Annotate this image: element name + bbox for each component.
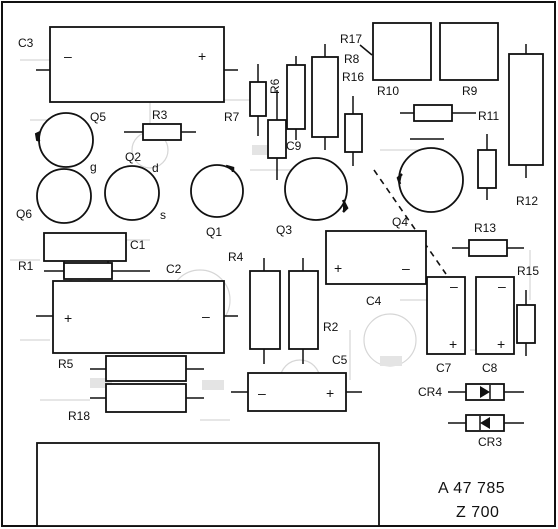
resistor-r6: R6 — [268, 56, 306, 140]
label-c8: C8 — [482, 361, 498, 375]
resistor-r18: R18 — [68, 383, 204, 423]
label-r3: R3 — [152, 108, 168, 122]
label-r1: R1 — [18, 259, 34, 273]
label-r16: R16 — [342, 70, 364, 84]
label-cr3: CR3 — [478, 435, 502, 449]
capacitor-c9: C9 — [267, 90, 302, 180]
diode-cr3: CR3 — [448, 414, 524, 449]
resistor-r11: R11 — [477, 109, 499, 200]
label-r8: R8 — [344, 52, 360, 66]
label-r4: R4 — [228, 250, 244, 264]
c7-minus: – — [450, 278, 458, 294]
label-q3: Q3 — [276, 223, 292, 237]
label-c3: C3 — [18, 36, 34, 50]
resistor-r13: R13 — [452, 221, 524, 257]
resistor-r16: R16 — [342, 70, 364, 166]
label-c7: C7 — [436, 361, 452, 375]
capacitor-c7: – + C7 — [426, 276, 466, 375]
label-c5: C5 — [332, 353, 348, 367]
transistor-q4: Q4 — [392, 147, 464, 229]
c2-plus: + — [64, 310, 72, 326]
label-r10: R10 — [377, 84, 399, 98]
transistor-q5: Q5 — [34, 110, 106, 168]
label-r18: R18 — [68, 409, 90, 423]
label-q1: Q1 — [206, 225, 222, 239]
resistor-r7: R7 — [224, 64, 267, 136]
transistor-q2: Q2 g d s — [90, 150, 166, 222]
resistor-r5: R5 — [58, 355, 204, 382]
capacitor-c5: – + C5 — [231, 353, 362, 412]
label-r12: R12 — [516, 194, 538, 208]
c8-minus: – — [498, 278, 506, 294]
label-r9: R9 — [462, 84, 478, 98]
label-c2: C2 — [166, 262, 182, 276]
capacitor-c4: + – C4 — [325, 230, 427, 308]
c5-minus: – — [258, 385, 266, 401]
reference-code: Z 700 — [456, 504, 499, 521]
label-c1: C1 — [130, 238, 146, 252]
capacitor-c8: – + C8 — [475, 276, 515, 375]
pin-s: s — [160, 208, 166, 222]
resistor-r8: R8 — [311, 44, 360, 150]
c4-plus: + — [334, 260, 342, 276]
pin-g: g — [90, 160, 97, 174]
resistor-r3: R3 — [124, 108, 196, 141]
label-r15: R15 — [517, 264, 539, 278]
c8-plus: + — [497, 336, 505, 352]
resistor-horizontal-upper — [400, 104, 476, 122]
resistor-r10: R10 — [372, 22, 432, 98]
reference-number: A 47 785 — [438, 480, 505, 497]
c5-plus: + — [326, 385, 334, 401]
board-block-bottom — [36, 442, 380, 527]
label-r7: R7 — [224, 110, 240, 124]
label-r5: R5 — [58, 357, 74, 371]
c7-plus: + — [449, 336, 457, 352]
resistor-r15: R15 — [516, 264, 539, 356]
resistor-r9: R9 — [439, 22, 499, 98]
label-q4: Q4 — [392, 215, 408, 229]
transistor-q6: Q6 — [16, 168, 92, 224]
label-r11: R11 — [478, 109, 499, 123]
c2-minus: – — [202, 308, 210, 324]
label-q2: Q2 — [125, 150, 141, 164]
c4-minus: – — [402, 260, 410, 276]
resistor-r12: R12 — [508, 44, 544, 208]
capacitor-c2: + – C2 — [36, 262, 238, 354]
label-r6: R6 — [268, 78, 282, 94]
resistor-r2: R2 — [288, 258, 339, 364]
label-r2: R2 — [323, 320, 339, 334]
label-q5: Q5 — [90, 110, 106, 124]
label-r13: R13 — [474, 221, 496, 235]
transistor-q3: Q3 — [276, 157, 349, 237]
label-c9: C9 — [286, 139, 302, 153]
label-c4: C4 — [366, 294, 382, 308]
resistor-r4: R4 — [228, 250, 281, 364]
label-cr4: CR4 — [418, 385, 442, 399]
resistor-r1: R1 — [18, 259, 150, 280]
c3-minus: – — [64, 48, 72, 64]
c3-plus: + — [198, 48, 206, 64]
diode-cr4: CR4 — [418, 383, 524, 401]
label-q6: Q6 — [16, 207, 32, 221]
pin-d: d — [152, 161, 159, 175]
capacitor-c3: – + C3 — [18, 26, 238, 103]
transistor-q1: Q1 — [190, 164, 244, 239]
label-r17: R17 — [340, 32, 362, 46]
